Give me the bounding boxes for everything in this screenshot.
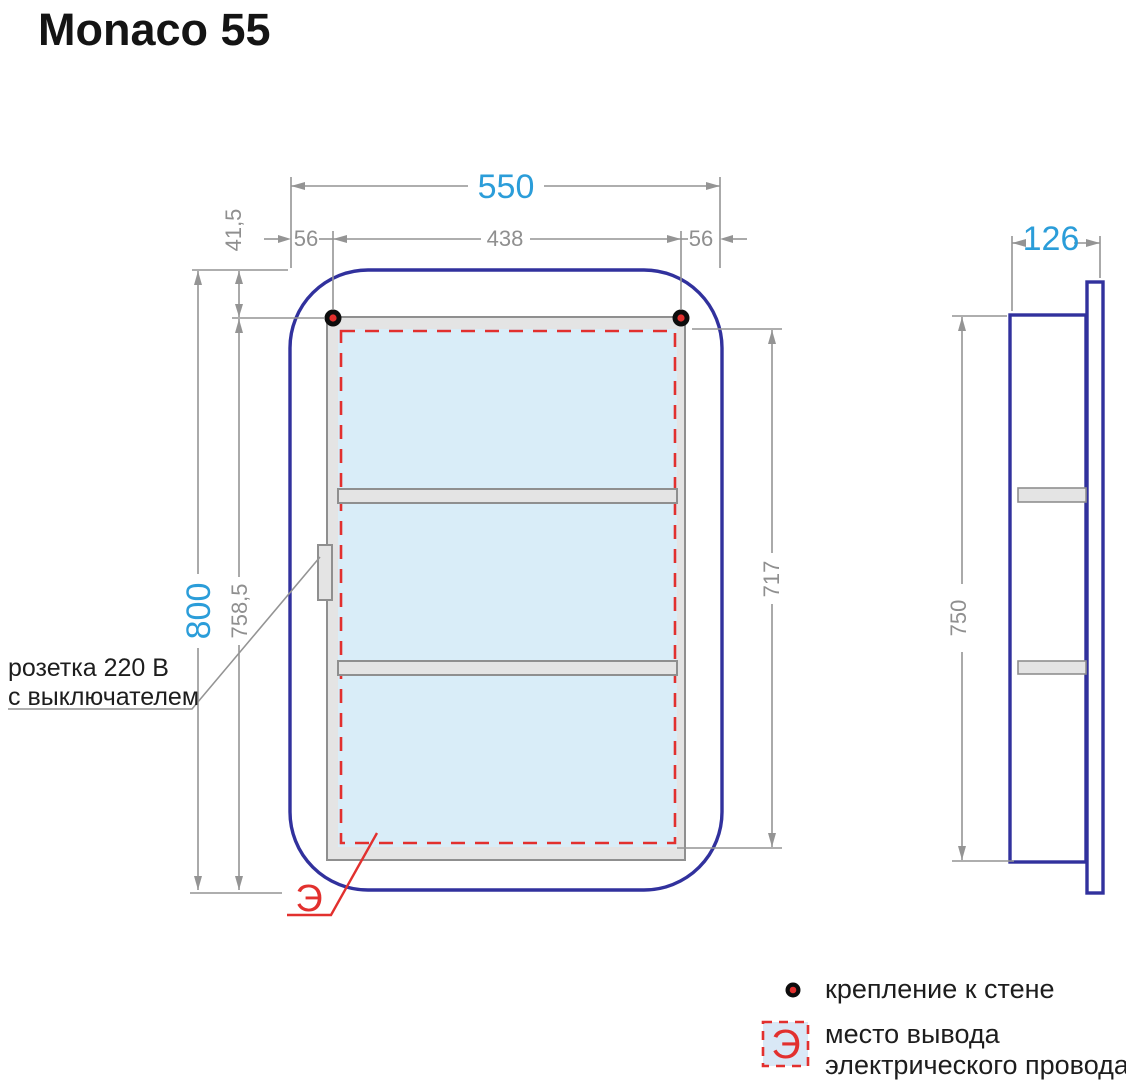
dim-inner-height: 717 xyxy=(677,328,784,849)
legend: крепление к стене Э место вывода электри… xyxy=(761,974,1126,1080)
dim-label-126: 126 xyxy=(1023,220,1080,258)
dim-total-width: 550 xyxy=(290,168,721,268)
electric-mark-callout: Э xyxy=(287,832,379,920)
dim-label-750: 750 xyxy=(946,600,971,637)
legend-mount-dot-icon xyxy=(785,982,801,998)
dim-mount-height: 758,5 xyxy=(227,319,252,890)
mirror-panel-side xyxy=(1085,280,1105,895)
dim-label-550: 550 xyxy=(478,168,535,206)
dim-depth: 126 xyxy=(1011,220,1101,311)
cabinet-interior-front xyxy=(338,329,677,847)
socket-220v xyxy=(317,544,333,601)
dim-label-41-5: 41,5 xyxy=(221,209,246,252)
shelf-front-2 xyxy=(337,660,678,676)
socket-label-line2: с выключателем xyxy=(8,683,199,711)
electric-mark-letter: Э xyxy=(295,878,322,920)
page-title: Monaco 55 xyxy=(38,4,271,55)
dim-total-height: 800 xyxy=(180,271,282,894)
socket-label-line1: розетка 220 В xyxy=(8,654,169,682)
dim-label-758-5: 758,5 xyxy=(227,583,252,638)
dim-label-56-right: 56 xyxy=(689,226,713,251)
dim-label-56-left: 56 xyxy=(294,226,318,251)
wall-mount-dot-right xyxy=(672,309,690,327)
dim-side-height: 750 xyxy=(946,315,1014,862)
dim-top-offset: 41,5 xyxy=(192,209,324,319)
dim-label-717: 717 xyxy=(759,561,784,598)
dim-label-800: 800 xyxy=(180,583,218,640)
legend-electric-outlet-icon: Э xyxy=(761,1020,810,1068)
wall-mount-dot-left xyxy=(324,309,342,327)
legend-electric-label-line2: электрического провода xyxy=(825,1050,1126,1080)
front-view xyxy=(288,268,724,892)
legend-electric-label-line1: место вывода xyxy=(825,1019,1001,1049)
legend-electric-mark-letter: Э xyxy=(771,1021,800,1067)
dim-label-438: 438 xyxy=(487,226,524,251)
legend-mount-label: крепление к стене xyxy=(825,974,1055,1004)
shelf-side-2 xyxy=(1017,660,1087,675)
electric-zone-dashed-outline xyxy=(339,329,677,845)
socket-callout: розетка 220 В с выключателем xyxy=(8,556,321,711)
dim-mount-offsets: 56 438 56 xyxy=(264,226,747,309)
cabinet-body-side xyxy=(1008,313,1088,864)
shelf-front-1 xyxy=(337,488,678,504)
shelf-side-1 xyxy=(1017,487,1087,503)
side-view xyxy=(1008,280,1105,895)
